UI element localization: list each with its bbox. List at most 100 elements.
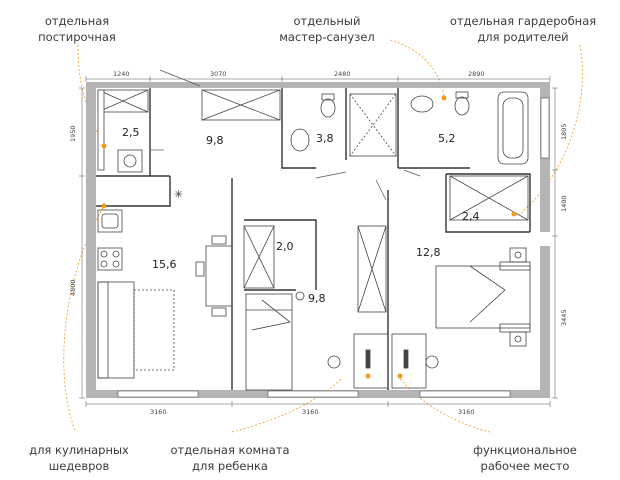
dim-bottom-3: 3160 <box>458 408 475 416</box>
entry-door <box>159 69 201 87</box>
sink-master <box>410 95 434 113</box>
bath-fixtures <box>290 91 529 165</box>
kids-desk <box>353 333 389 389</box>
caption-wardrobe-line2: для родителей <box>477 30 569 44</box>
leader-wardrobe <box>519 44 583 215</box>
window-kids <box>267 390 359 398</box>
outer-walls <box>86 82 550 398</box>
area-laundry: 2,5 <box>122 126 140 139</box>
caption-master-bath-line1: отдельный <box>293 14 361 28</box>
area-kitchen: 15,6 <box>152 258 177 271</box>
marker-laundry <box>101 143 107 149</box>
dim-top-4: 2890 <box>468 70 485 78</box>
wall-top <box>86 82 550 88</box>
caption-laundry-line1: отдельная <box>44 14 110 28</box>
dim-top-1: 1240 <box>113 70 130 78</box>
dim-right-1: 1805 <box>560 123 568 140</box>
kids-lamp <box>295 291 305 301</box>
dim-bottom-1: 3160 <box>150 408 167 416</box>
area-hall: 9,8 <box>206 134 224 147</box>
caption-wardrobe: отдельная гардеробная для родителей <box>438 13 608 45</box>
leader-kitchen <box>63 205 105 431</box>
toilet-small <box>320 98 336 118</box>
leader-kids-room <box>231 377 343 433</box>
double-bed <box>435 265 531 329</box>
area-wardrobe: 2,4 <box>462 210 480 223</box>
dim-bottom-2: 3160 <box>302 408 319 416</box>
wall-wardrobe-front <box>445 174 530 233</box>
leader-laundry <box>77 44 105 147</box>
caption-laundry-line2: постирочная <box>38 30 116 44</box>
dim-top-3: 2480 <box>334 70 351 78</box>
bedroom-desk <box>391 333 427 389</box>
window-bath <box>540 97 550 159</box>
kids-bed <box>245 293 293 391</box>
windows <box>117 97 550 398</box>
caption-kitchen-line1: для кулинарных <box>29 443 129 457</box>
storage-units <box>97 89 529 313</box>
wall-storage <box>244 219 317 290</box>
rug <box>133 289 175 371</box>
doors <box>150 69 421 201</box>
caption-workplace-line1: функциональное <box>473 443 577 457</box>
caption-workplace-line2: рабочее место <box>480 459 570 473</box>
dim-left-2: 4800 <box>69 279 77 296</box>
marker-kids-room <box>365 373 371 379</box>
toilet-master <box>454 96 470 116</box>
marker-kitchen <box>101 203 107 209</box>
dim-top-2: 3070 <box>210 70 227 78</box>
wall-small-bath <box>281 88 316 169</box>
wall-wardrobe <box>446 173 531 232</box>
caption-kids-room: отдельная комната для ребенка <box>160 442 300 474</box>
sink-small <box>290 128 310 152</box>
kitchen-fixtures <box>97 209 233 379</box>
area-bath-master: 5,2 <box>438 132 456 145</box>
washer <box>117 149 143 173</box>
leader-master-bath <box>389 39 445 97</box>
leader-workplace <box>397 375 491 433</box>
nightstand-top <box>509 247 527 263</box>
leader-lines <box>63 39 583 433</box>
caption-kitchen-line2: шедевров <box>48 459 110 473</box>
wall-kitchen-counter <box>96 176 171 207</box>
area-bedroom: 12,8 <box>416 246 441 259</box>
caption-laundry: отдельная постирочная <box>22 13 132 45</box>
bedroom-chair <box>425 355 439 369</box>
area-bath-small: 3,8 <box>316 132 334 145</box>
snowflake-icon: ✳ <box>174 188 183 201</box>
dimension-lines <box>79 76 558 407</box>
bedroom-fixtures <box>391 247 531 389</box>
window-kitchen <box>117 390 199 398</box>
kids-chair <box>327 355 341 369</box>
storage-closet <box>243 225 275 289</box>
dimension-labels: 1240 3070 2480 2890 3160 3160 3160 1950 … <box>69 70 568 416</box>
caption-master-bath: отдельный мастер-санузел <box>262 13 392 45</box>
dining-table <box>205 245 233 307</box>
stove <box>97 247 123 271</box>
area-labels: 2,5 9,8 3,8 5,2 2,4 15,6 2,0 12,8 9,8 <box>122 126 480 305</box>
area-storage: 2,0 <box>276 240 294 253</box>
marker-wardrobe <box>511 211 517 217</box>
bathtub <box>497 91 529 165</box>
caption-kids-room-line1: отдельная комната <box>170 443 290 457</box>
window-bedroom <box>419 390 511 398</box>
kids-fixtures <box>245 291 389 391</box>
caption-kitchen: для кулинарных шедевров <box>14 442 144 474</box>
area-kids: 9,8 <box>308 292 326 305</box>
nightstand-bottom <box>509 331 527 347</box>
dim-left-1: 1950 <box>69 125 77 142</box>
marker-master-bath <box>441 95 447 101</box>
kids-wardrobe <box>357 225 387 313</box>
caption-master-bath-line2: мастер-санузел <box>279 30 375 44</box>
kitchen-sink <box>97 209 123 233</box>
caption-wardrobe-line1: отдельная гардеробная <box>449 14 597 28</box>
shower <box>349 93 397 157</box>
caption-workplace: функциональное рабочее место <box>455 442 595 474</box>
sofa <box>97 281 135 379</box>
interior-walls <box>96 88 531 390</box>
parents-wardrobe <box>449 175 529 221</box>
caption-kids-room-line2: для ребенка <box>192 459 268 473</box>
dim-right-3: 3445 <box>560 309 568 326</box>
